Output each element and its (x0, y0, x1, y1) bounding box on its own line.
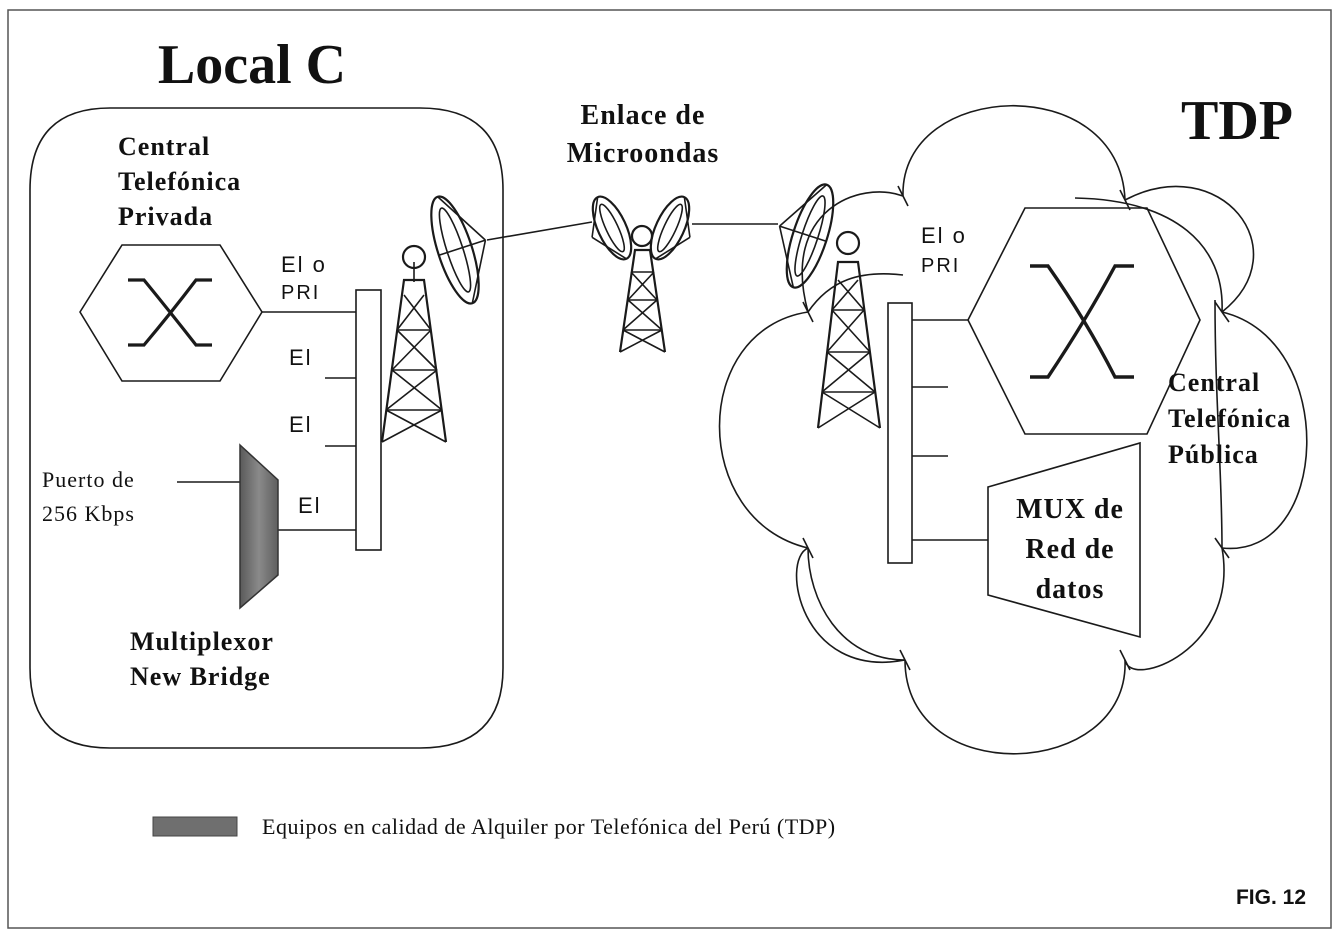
public-pbx-label-line3: Pública (1168, 440, 1259, 469)
tdp-link-label-line2: PRI (921, 255, 960, 277)
public-pbx-switch-icon (1030, 264, 1134, 379)
local-link1-label-line1: El o (281, 252, 327, 277)
multiplexor-label-line1: Multiplexor (130, 627, 274, 656)
local-link2-label: El (289, 345, 313, 370)
right-tower-icon (816, 230, 882, 429)
public-pbx-hexagon (967, 207, 1201, 435)
new-bridge-multiplexor (239, 443, 279, 610)
data-mux-label-line2: Red de (1025, 534, 1114, 565)
left-dish-icon (430, 195, 487, 305)
tdp-title: TDP (1181, 90, 1293, 152)
data-mux-label-line3: datos (1036, 574, 1105, 605)
microwave-label-line1: Enlace de (581, 100, 706, 131)
private-pbx-label-line3: Privada (118, 202, 213, 231)
local-title: Local C (158, 34, 346, 96)
multiplexor-label-line2: New Bridge (130, 662, 271, 691)
public-pbx-label-line1: Central (1168, 368, 1260, 397)
public-pbx-label-line2: Telefónica (1168, 404, 1291, 433)
port-label-line1: Puerto de (42, 467, 135, 492)
figure-border (7, 9, 1332, 929)
port-label-line2: 256 Kbps (42, 501, 135, 526)
private-pbx-label-line2: Telefónica (118, 167, 241, 196)
local-link1-label-line2: PRI (281, 282, 320, 304)
private-pbx-switch-icon (128, 278, 212, 347)
local-link4-label: El (298, 493, 322, 518)
local-distribution-bar (355, 289, 382, 551)
tdp-network-cloud (718, 104, 1308, 755)
local-site-boundary (29, 107, 504, 749)
private-pbx-label-line1: Central (118, 132, 210, 161)
local-link3-label: El (289, 412, 313, 437)
repeater-dish-left-icon (591, 195, 633, 261)
microwave-beam-left (486, 221, 593, 241)
repeater-dish-right-icon (649, 195, 691, 261)
legend-swatch (152, 816, 238, 837)
tdp-distribution-bar (887, 302, 913, 564)
right-dish-icon (778, 183, 835, 289)
left-tower-icon (380, 244, 448, 443)
repeater-tower-icon (618, 224, 667, 353)
data-mux-label-line1: MUX de (1016, 494, 1124, 525)
legend-text: Equipos en calidad de Alquiler por Telef… (262, 814, 836, 839)
figure-label: FIG. 12 (1236, 886, 1306, 909)
microwave-label-line2: Microondas (567, 138, 720, 169)
data-network-mux (987, 441, 1141, 639)
tdp-link-label-line1: El o (921, 223, 967, 248)
